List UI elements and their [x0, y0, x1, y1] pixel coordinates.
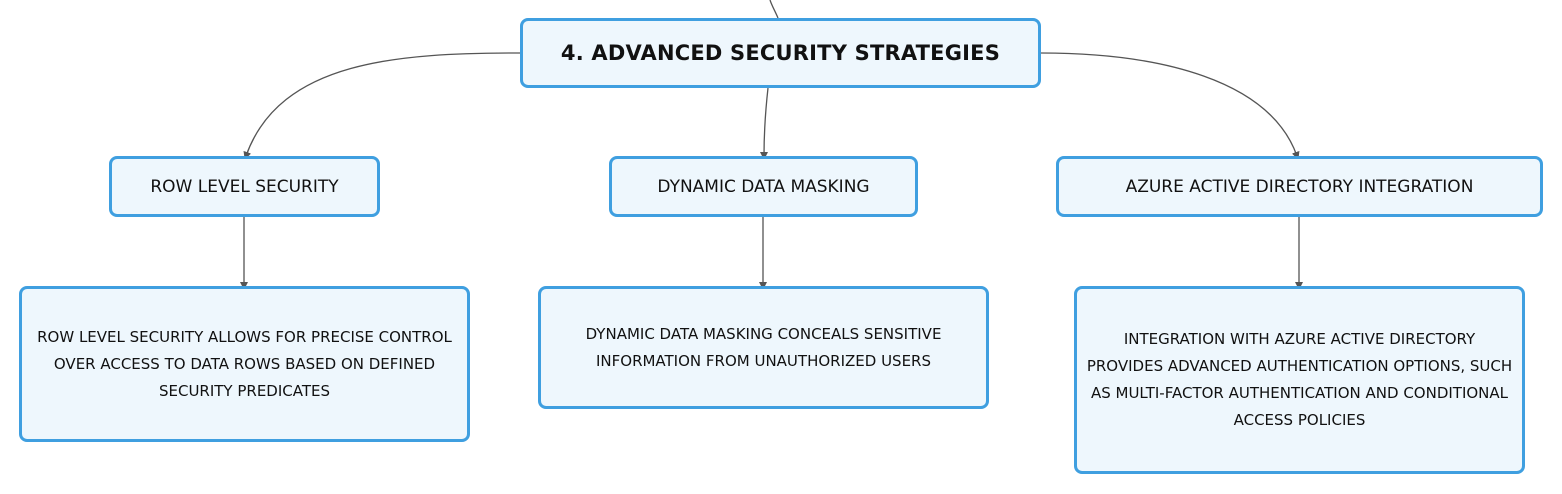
detail-text: DYNAMIC DATA MASKING CONCEALS SENSITIVE …	[585, 324, 942, 370]
branch-node-row-level-security[interactable]: ROW LEVEL SECURITY	[109, 156, 380, 217]
branch-title: ROW LEVEL SECURITY	[150, 176, 339, 197]
branch-title: AZURE ACTIVE DIRECTORY INTEGRATION	[1125, 176, 1474, 197]
connector-root-to-dynamic-data-masking	[760, 87, 769, 160]
branch-node-dynamic-data-masking[interactable]: DYNAMIC DATA MASKING	[609, 156, 918, 217]
root-topic-title: 4. ADVANCED SECURITY STRATEGIES	[560, 41, 1001, 65]
root-topic-node[interactable]: 4. ADVANCED SECURITY STRATEGIES	[520, 18, 1041, 88]
detail-node-azure-ad-integration[interactable]: INTEGRATION WITH AZURE ACTIVE DIRECTORY …	[1074, 286, 1525, 474]
branch-node-azure-ad-integration[interactable]: AZURE ACTIVE DIRECTORY INTEGRATION	[1056, 156, 1543, 217]
connector-root-to-row-level-security	[243, 52, 521, 160]
detail-text: INTEGRATION WITH AZURE ACTIVE DIRECTORY …	[1086, 330, 1513, 429]
connector-root-to-azure-ad-integration	[1040, 52, 1300, 160]
detail-node-dynamic-data-masking[interactable]: DYNAMIC DATA MASKING CONCEALS SENSITIVE …	[538, 286, 989, 409]
detail-text: ROW LEVEL SECURITY ALLOWS FOR PRECISE CO…	[37, 327, 452, 400]
connector-parent-to-root	[769, 0, 779, 19]
branch-title: DYNAMIC DATA MASKING	[657, 176, 870, 197]
detail-node-row-level-security[interactable]: ROW LEVEL SECURITY ALLOWS FOR PRECISE CO…	[19, 286, 470, 442]
